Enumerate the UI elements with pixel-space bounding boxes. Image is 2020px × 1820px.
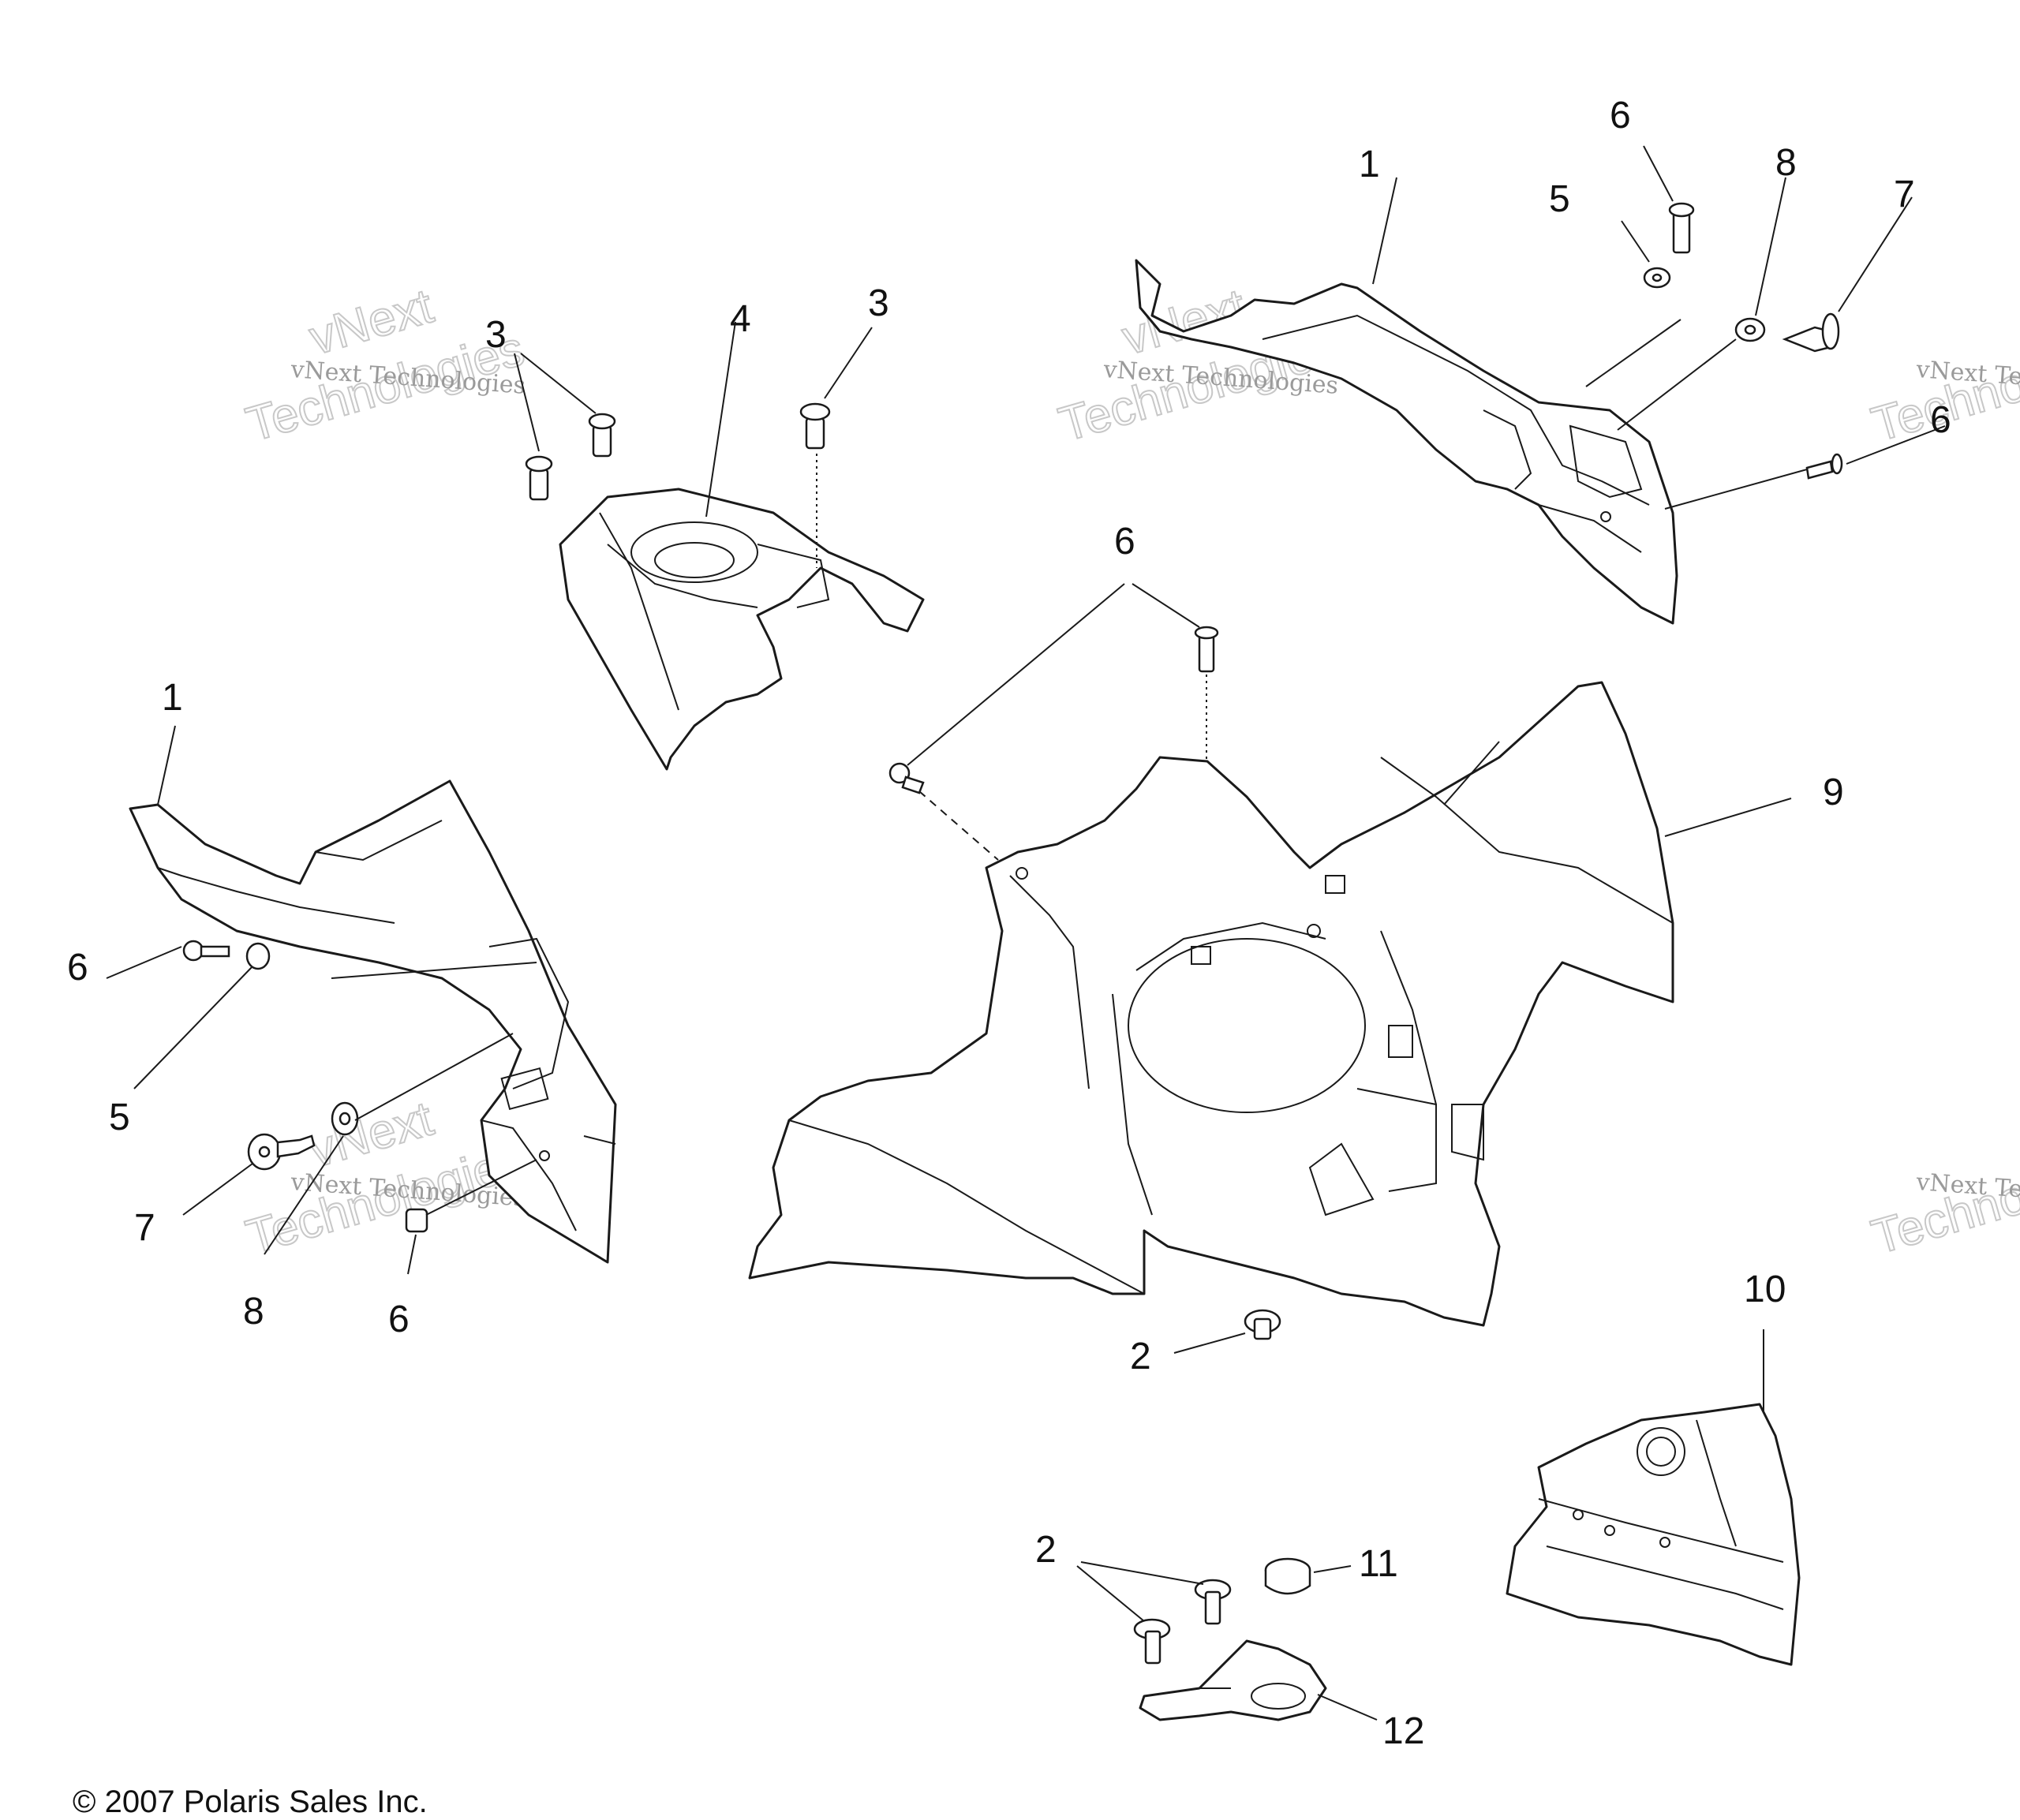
callout-6-left-low: 6 [388, 1299, 410, 1340]
part-1-right-side-panel [1135, 259, 1678, 625]
washer-5-top [1643, 267, 1671, 289]
callout-2-bottom: 2 [1035, 1529, 1057, 1571]
screw-3-a [525, 455, 553, 501]
callout-12: 12 [1382, 1710, 1424, 1752]
callout-9: 9 [1823, 772, 1844, 813]
pin-6-center-b [888, 762, 925, 794]
part-10-lower-pod [1506, 1403, 1801, 1666]
callout-5-left: 5 [109, 1097, 130, 1138]
callout-6-right: 6 [1930, 399, 1951, 441]
screw-3-c [799, 402, 831, 450]
nut-11 [1264, 1557, 1311, 1595]
callout-11: 11 [1359, 1543, 1398, 1585]
pin-6-left [182, 940, 230, 962]
copyright-text: © 2007 Polaris Sales Inc. [73, 1784, 428, 1819]
callout-10: 10 [1744, 1269, 1786, 1310]
washer-8-left [331, 1101, 359, 1136]
callout-2-center: 2 [1130, 1336, 1151, 1377]
screw-3-b [588, 413, 616, 458]
washer-8-top [1734, 317, 1766, 342]
fastener-2-bottom-a [1194, 1579, 1232, 1625]
watermark-right-bottom: Technolo vNext Te [1865, 1158, 2020, 1266]
callout-7-top: 7 [1894, 174, 1915, 215]
callout-8-top: 8 [1775, 142, 1797, 184]
pin-6-top [1668, 202, 1695, 254]
part-12-bracket [1139, 1639, 1327, 1721]
callout-6-left: 6 [67, 947, 88, 988]
clip-6-left-low [405, 1208, 428, 1233]
callout-1-left: 1 [162, 677, 183, 719]
leader-lines [106, 145, 1946, 1721]
part-4-headlight-pod [559, 488, 925, 771]
callout-3-right: 3 [868, 282, 889, 324]
callout-6-center: 6 [1114, 521, 1135, 562]
pin-6-center-a [1194, 626, 1219, 673]
pin-6-right [1805, 453, 1843, 480]
callout-8-left: 8 [243, 1291, 264, 1332]
callout-5-top: 5 [1549, 178, 1570, 220]
rivet-7-left [247, 1133, 316, 1171]
fastener-2-bottom-b [1133, 1618, 1171, 1665]
callout-1-top: 1 [1359, 144, 1380, 185]
fastener-2-center [1244, 1309, 1281, 1340]
washer-5-left [245, 942, 271, 970]
rivet-7-top [1782, 312, 1840, 353]
part-1-left-side-panel [129, 779, 617, 1264]
callout-3-left: 3 [485, 314, 507, 356]
callout-4: 4 [730, 298, 751, 340]
watermark-left-top: vNext Technologies vNext Technologies [240, 278, 531, 453]
callout-6-top: 6 [1610, 95, 1631, 136]
callout-7-left: 7 [134, 1207, 155, 1249]
part-9-front-cab [748, 681, 1674, 1327]
